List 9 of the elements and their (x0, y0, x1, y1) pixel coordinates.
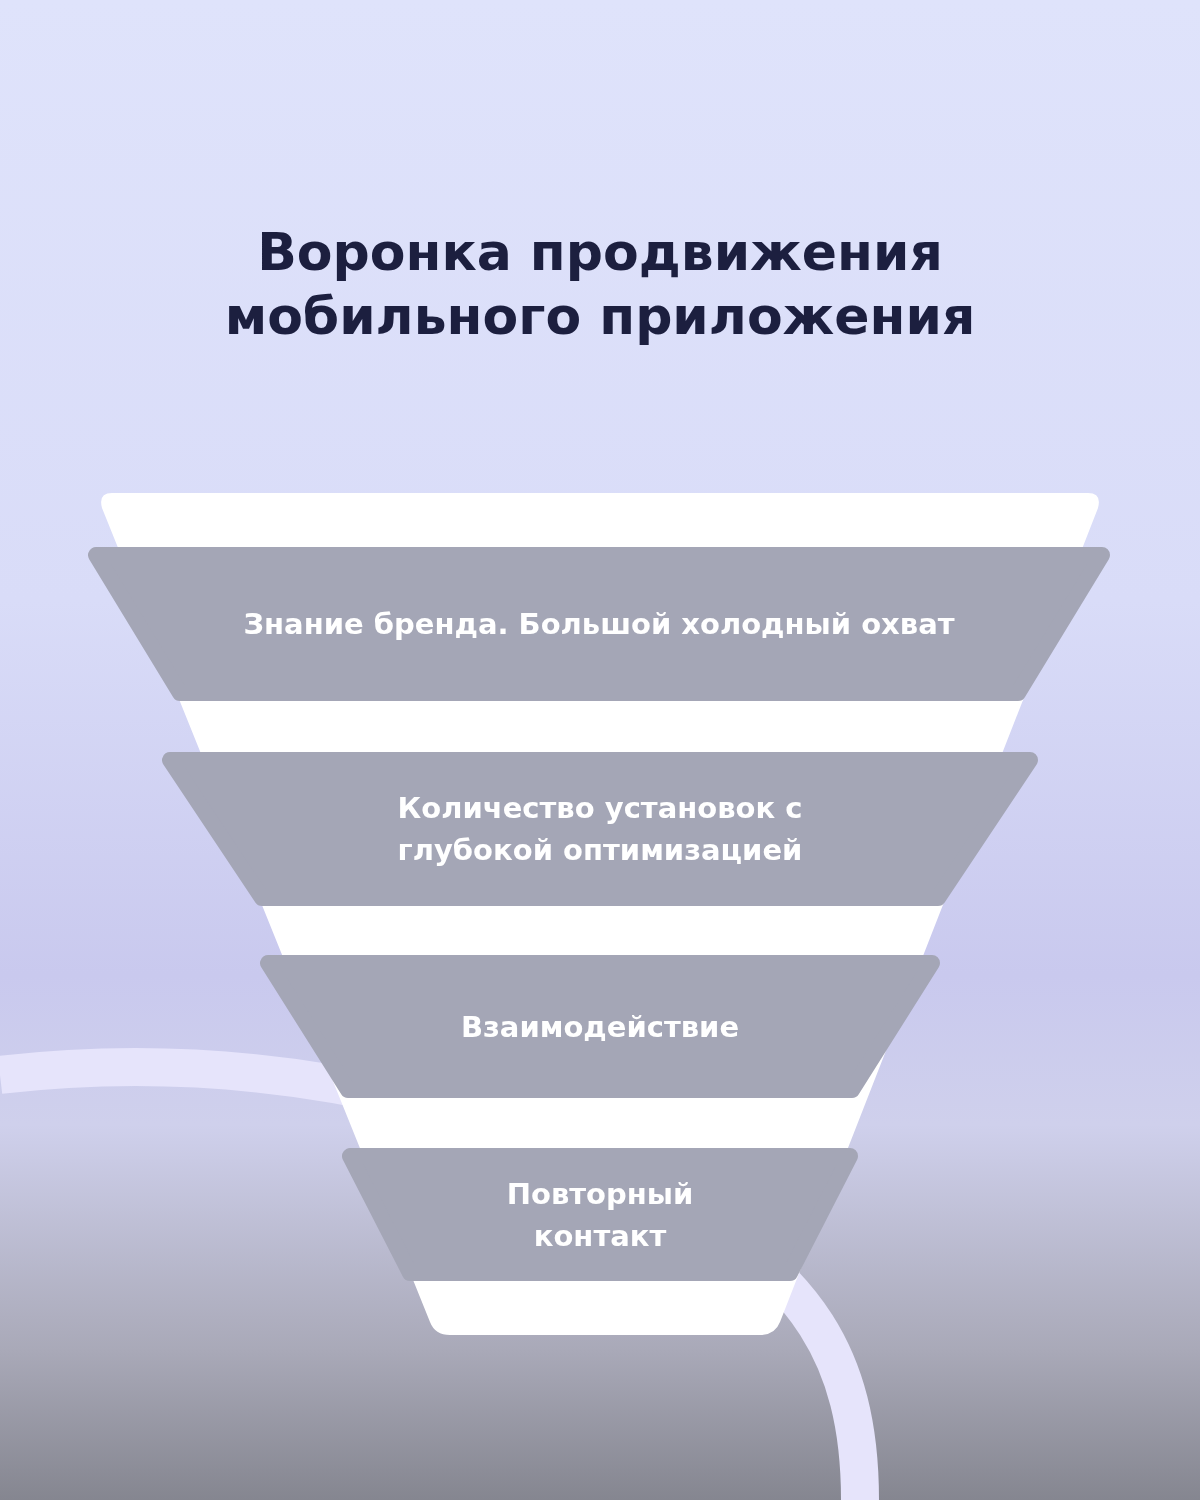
band-label: Количество установок с глубокой оптимизацией (396, 790, 804, 869)
band-label: Повторный контакт (505, 1175, 695, 1255)
funnel-band (88, 547, 1110, 701)
funnel-band (162, 752, 1038, 906)
band-label: Знание бренда. Большой холодный охват (242, 606, 956, 643)
funnel-band (260, 955, 940, 1098)
title: Воронка продвижения мобильного приложения (223, 221, 977, 348)
funnel-band (342, 1148, 858, 1281)
band-label: Взаимодействие (459, 1008, 741, 1046)
